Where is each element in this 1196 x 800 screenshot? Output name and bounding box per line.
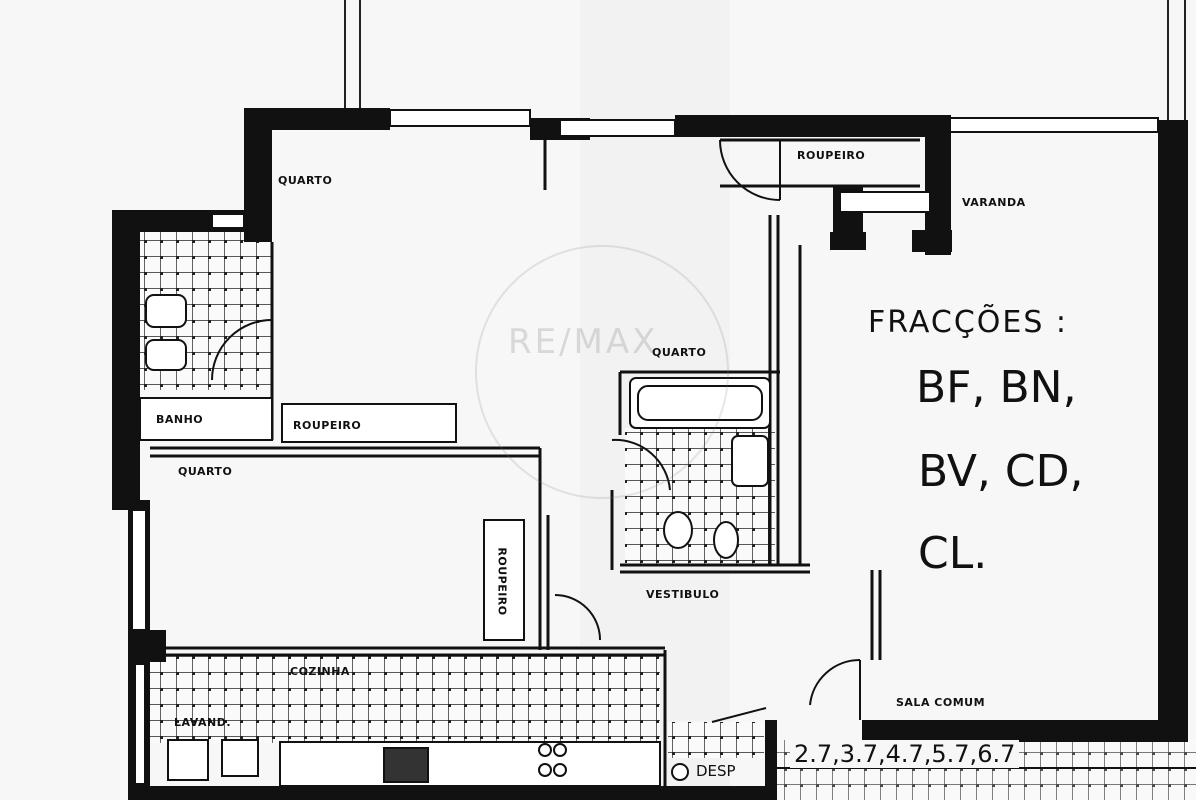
room-label-quarto-1: QUARTO — [278, 174, 333, 187]
room-label-quarto-2: QUARTO — [652, 346, 707, 359]
desp-tiles — [668, 722, 764, 758]
room-label-sala-comum: SALA COMUM — [896, 696, 986, 709]
room-label-desp: DESP — [696, 762, 736, 780]
fraccoes-line-1: BF, BN, — [916, 362, 1077, 413]
room-label-banho: BANHO — [156, 413, 204, 426]
windows — [131, 109, 1159, 785]
room-label-cozinha: COZINHA — [290, 665, 350, 678]
room-label-vestibulo: VESTIBULO — [646, 588, 720, 601]
room-label-quarto-3: QUARTO — [178, 465, 233, 478]
kitchen-tiles — [150, 655, 660, 743]
fraccoes-line-2: BV, CD, — [918, 446, 1084, 497]
watermark-circle — [475, 245, 729, 499]
room-label-roupeiro-2: ROUPEIRO — [293, 419, 362, 432]
adjacent-lines — [344, 0, 1186, 120]
room-label-roupeiro-1: ROUPEIRO — [797, 149, 866, 162]
room-label-roupeiro-3: ROUPEIRO — [495, 547, 509, 616]
fraccoes-line-3: CL. — [918, 528, 988, 579]
floors-label: 2.7,3.7,4.7,5.7,6.7 — [790, 740, 1020, 768]
room-label-varanda: VARANDA — [962, 196, 1026, 209]
interior-walls — [150, 138, 920, 788]
watermark-text: RE/MAX — [508, 322, 659, 362]
fraccoes-title: FRACÇÕES : — [868, 305, 1069, 340]
fixtures — [139, 191, 931, 787]
room-label-lavandaria: LAVAND. — [174, 716, 232, 729]
